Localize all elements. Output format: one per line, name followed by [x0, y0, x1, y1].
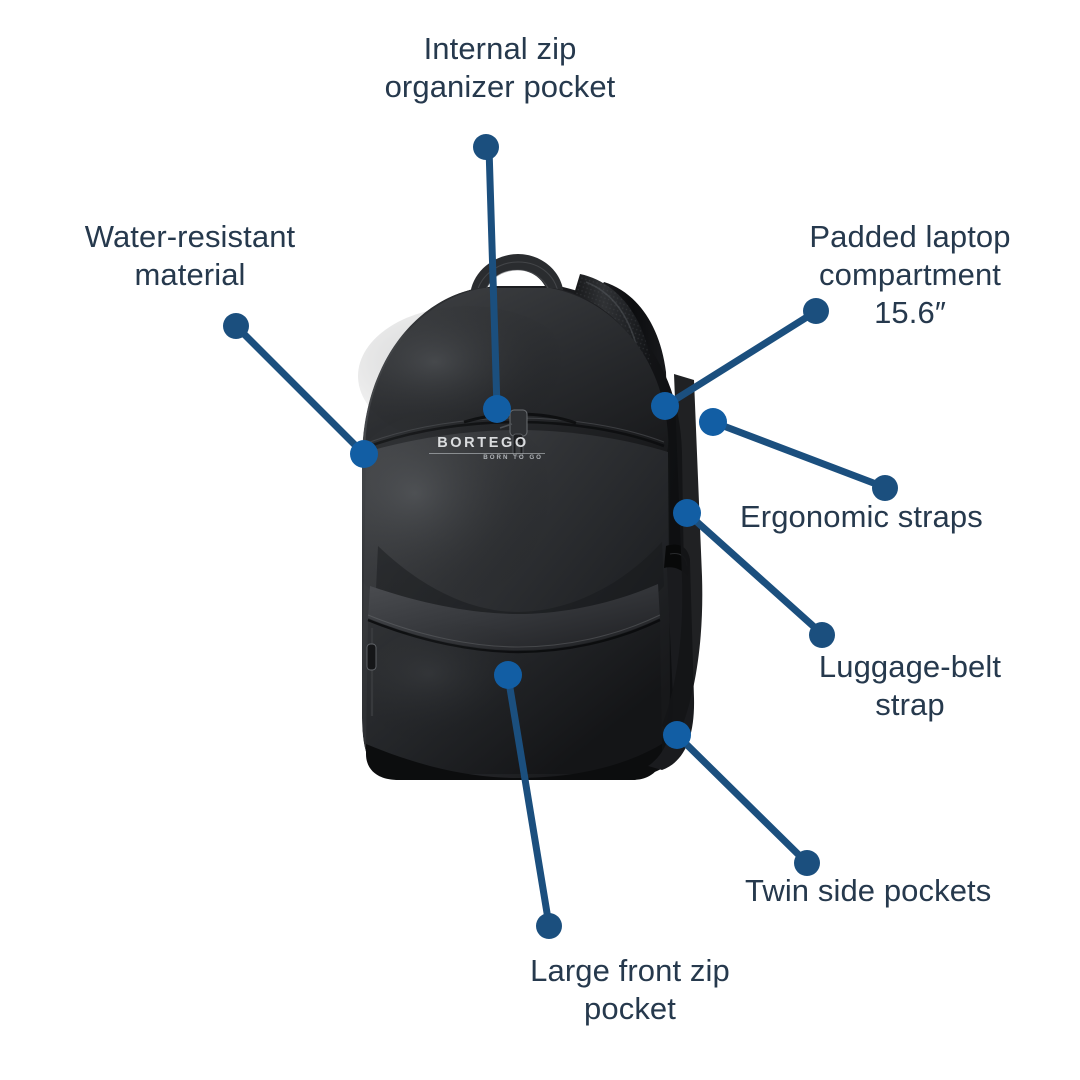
callout-dot-internal-zip-outer	[473, 134, 499, 160]
callout-label-padded-laptop: Padded laptop compartment 15.6″	[809, 219, 1011, 330]
callout-dot-water-resistant-outer	[223, 313, 249, 339]
callout-label-large-front-zip: Large front zip pocket	[530, 953, 730, 1026]
callout-dot-luggage-outer	[809, 622, 835, 648]
main-zipper	[463, 409, 577, 457]
callout-label-luggage-belt: Luggage-belt strap	[818, 649, 1002, 722]
callout-label-water-resistant: Water-resistant material	[84, 219, 296, 292]
backpack-bottom-edge	[366, 744, 662, 780]
backpack-illustration: BORTEGO BORN TO GO	[318, 246, 748, 826]
callout-label-ergonomic-straps: Ergonomic straps	[740, 499, 983, 534]
callout-label-internal-zip: Internal zip organizer pocket	[384, 31, 616, 104]
luggage-belt-strap	[662, 374, 703, 732]
callout-dot-front-zip-outer	[536, 913, 562, 939]
callout-label-twin-side-pockets: Twin side pockets	[745, 873, 992, 908]
